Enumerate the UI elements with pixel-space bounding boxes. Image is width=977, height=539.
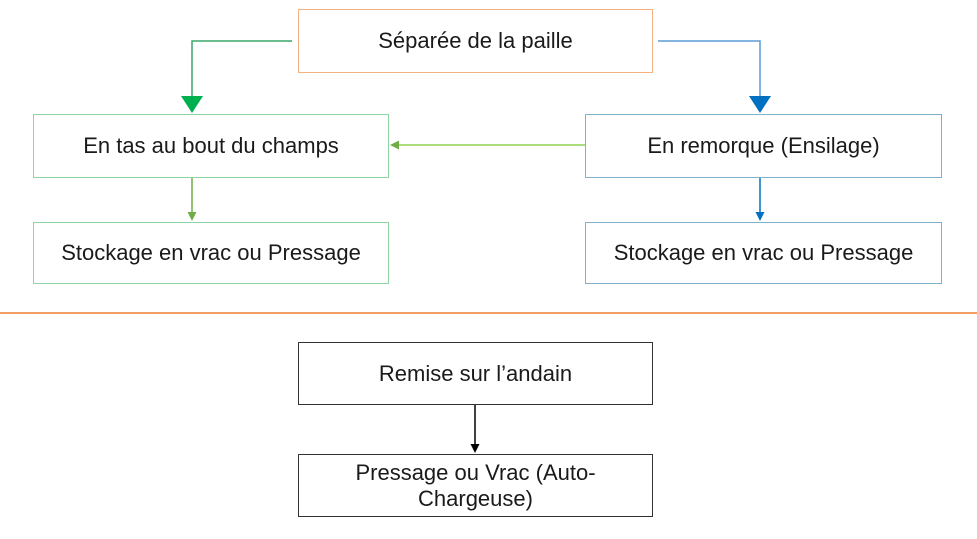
node-label: Séparée de la paille [378, 28, 573, 54]
arrowhead-black-down [470, 444, 480, 453]
node-stockage-right: Stockage en vrac ou Pressage [585, 222, 942, 284]
arrowhead-blue-large [749, 96, 771, 113]
node-label: Remise sur l’andain [378, 360, 573, 386]
connector-separee-to-remorque [658, 40, 761, 96]
arrowhead-light-green-left [390, 140, 399, 150]
node-label: Pressage ou Vrac (Auto-Chargeuse) [355, 459, 596, 511]
node-label: En remorque (Ensilage) [647, 133, 880, 159]
arrowhead-blue-down [755, 212, 765, 221]
connector-separee-to-tas [191, 40, 292, 96]
node-en-tas-au-bout-du-champs: En tas au bout du champs [33, 114, 389, 178]
node-separee-de-la-paille: Séparée de la paille [298, 9, 653, 73]
node-en-remorque: En remorque (Ensilage) [585, 114, 942, 178]
arrowhead-green-large [181, 96, 203, 113]
arrowhead-light-green-down [187, 212, 197, 221]
node-label: Stockage en vrac ou Pressage [613, 240, 914, 266]
node-label: Stockage en vrac ou Pressage [61, 240, 361, 266]
node-label: En tas au bout du champs [83, 133, 339, 159]
node-remise-sur-landain: Remise sur l’andain [298, 342, 653, 405]
node-pressage-ou-vrac: Pressage ou Vrac (Auto-Chargeuse) [298, 454, 653, 517]
node-stockage-left: Stockage en vrac ou Pressage [33, 222, 389, 284]
